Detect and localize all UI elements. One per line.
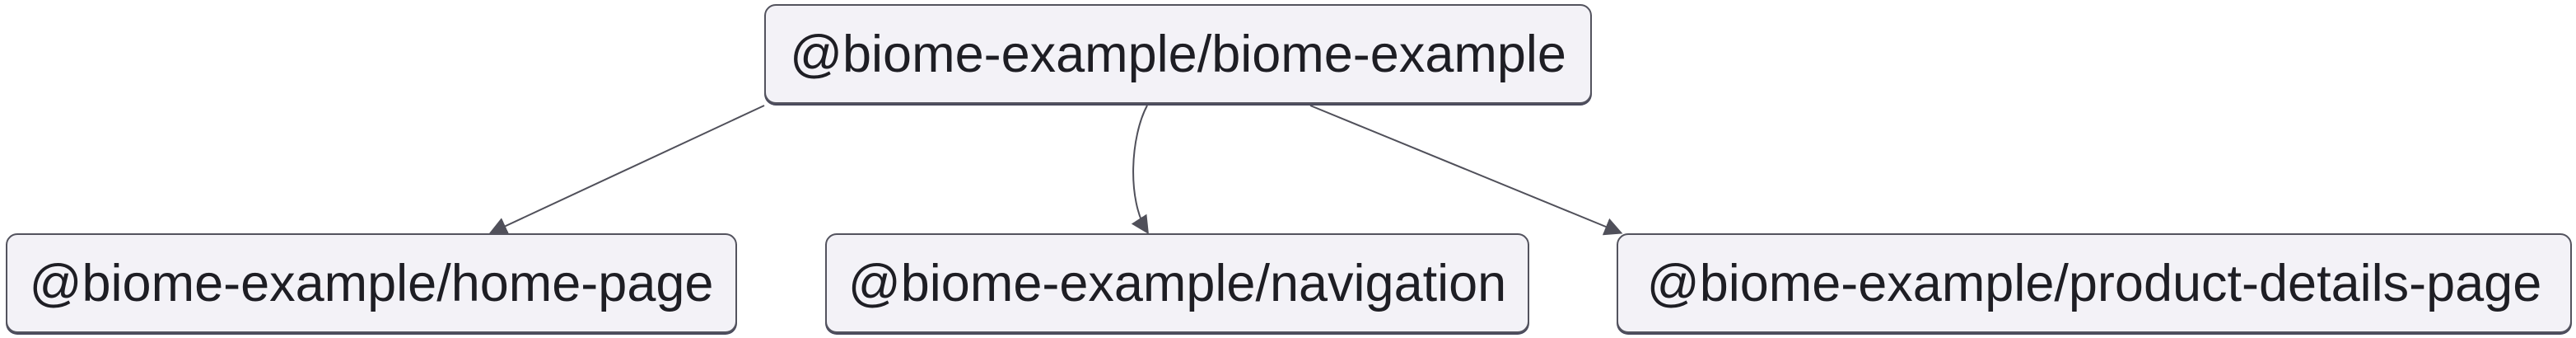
edge-root-to-product-details-page <box>1309 105 1623 236</box>
edge-root-to-home-page <box>488 105 765 235</box>
node-home-page[interactable]: @biome-example/home-page <box>6 233 737 333</box>
node-home-page-label: @biome-example/home-page <box>29 254 714 312</box>
node-product-details-page[interactable]: @biome-example/product-details-page <box>1617 233 2572 333</box>
edge-root-to-navigation <box>1131 105 1149 235</box>
node-biome-example-label: @biome-example/biome-example <box>790 25 1566 83</box>
node-navigation-label: @biome-example/navigation <box>847 254 1507 312</box>
node-product-details-page-label: @biome-example/product-details-page <box>1646 254 2542 312</box>
node-biome-example[interactable]: @biome-example/biome-example <box>764 4 1592 104</box>
node-navigation[interactable]: @biome-example/navigation <box>825 233 1529 333</box>
